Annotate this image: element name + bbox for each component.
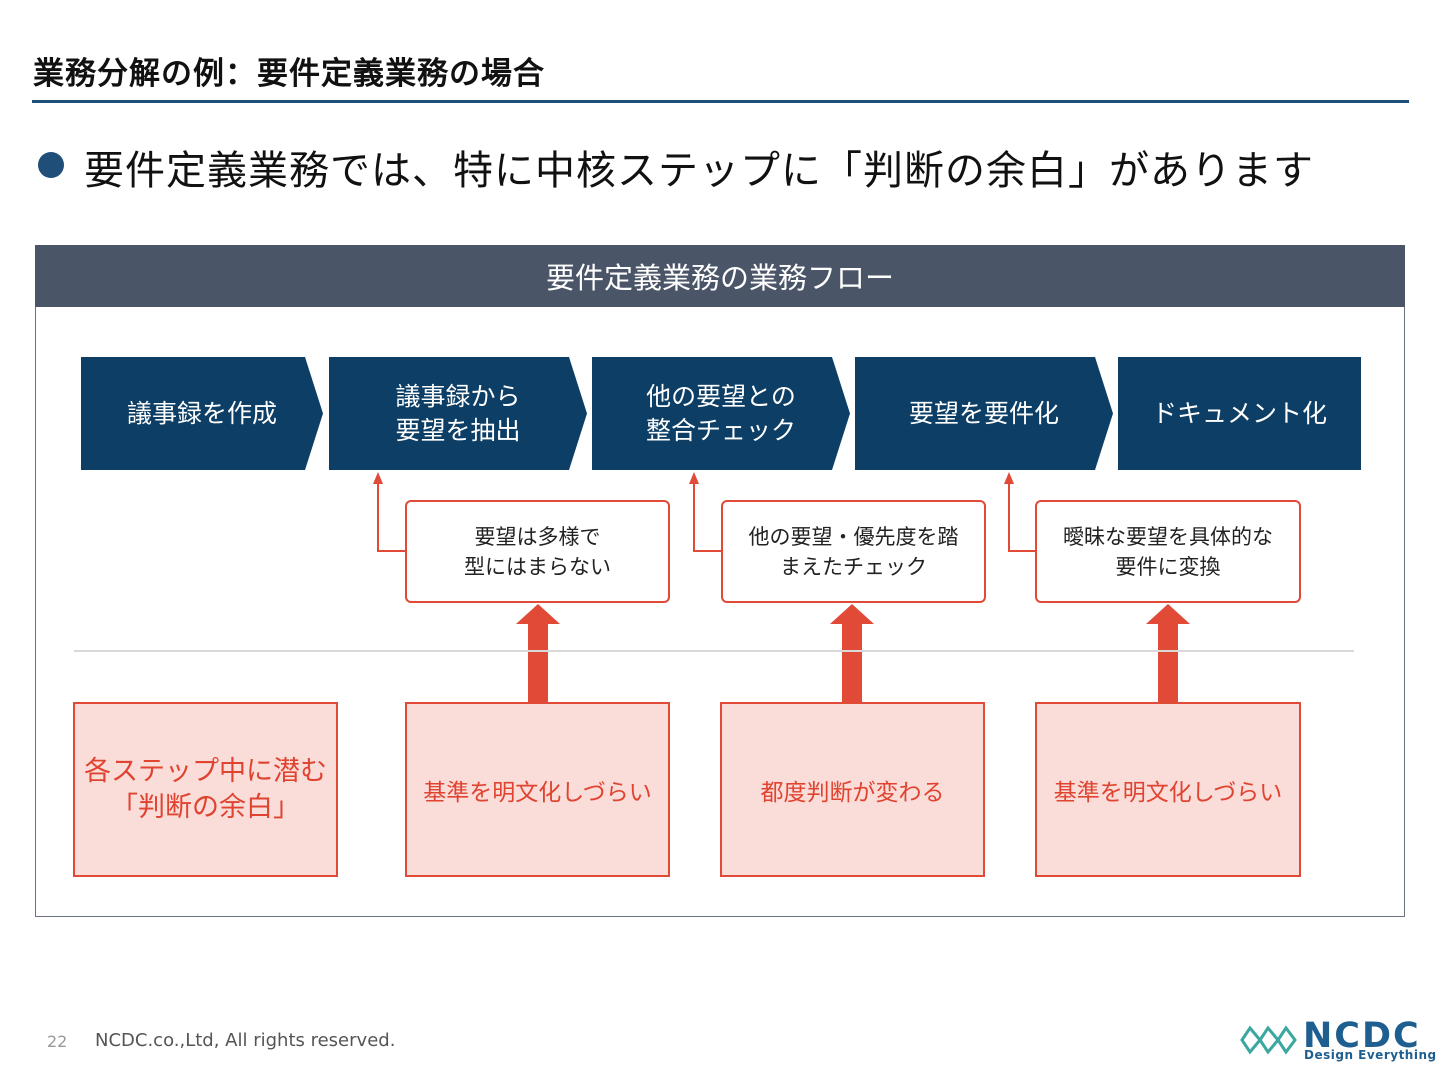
up-arrow-1 (516, 604, 560, 702)
divider-line (74, 650, 1354, 652)
logo-wordmark: NCDC (1303, 1016, 1421, 1056)
flow-step-5: ドキュメント化 (1118, 357, 1361, 470)
flow-step-2: 議事録から 要望を抽出 (329, 357, 587, 470)
elbow-arrow-2 (689, 472, 722, 552)
judgment-summary-box: 各ステップ中に潜む 「判断の余白」 (73, 702, 338, 877)
flow-step-label: 要望を要件化 (908, 398, 1059, 428)
panel-header: 要件定義業務の業務フロー (35, 245, 1405, 307)
flow-step-1: 議事録を作成 (81, 357, 323, 470)
judgment-box-1: 基準を明文化しづらい (405, 702, 670, 877)
box-text: 各ステップ中に潜む 「判断の余白」 (84, 755, 327, 823)
flow-step-label: 他の要望との 整合チェック (645, 381, 796, 445)
copyright-text: NCDC.co.,Ltd, All rights reserved. (95, 1030, 396, 1051)
bullet-text: 要件定義業務では、特に中核ステップに「判断の余白」があります (84, 148, 1314, 194)
ncdc-logo-icon (1240, 1025, 1297, 1055)
note-text: 他の要望・優先度を踏 まえたチェック (748, 524, 959, 579)
note-callout-1: 要望は多様で 型にはまらない (405, 500, 670, 603)
flow-step-label: 議事録から 要望を抽出 (395, 381, 521, 445)
slide-title: 業務分解の例：要件定義業務の場合 (33, 56, 545, 92)
up-arrow-2 (830, 604, 874, 702)
box-text: 基準を明文化しづらい (423, 779, 652, 806)
note-callout-3: 曖昧な要望を具体的な 要件に変換 (1035, 500, 1301, 603)
logo-tagline: Design Everything (1304, 1048, 1437, 1062)
note-text: 曖昧な要望を具体的な 要件に変換 (1063, 524, 1273, 579)
flow-step-label: ドキュメント化 (1151, 398, 1327, 428)
flow-step-4: 要望を要件化 (855, 357, 1113, 470)
flow-step-label: 議事録を作成 (126, 398, 277, 428)
judgment-box-2: 都度判断が変わる (720, 702, 985, 877)
flow-step-3: 他の要望との 整合チェック (592, 357, 850, 470)
panel-header-label: 要件定義業務の業務フロー (545, 261, 894, 295)
box-text: 基準を明文化しづらい (1053, 779, 1283, 806)
title-underline (32, 100, 1409, 103)
bullet-dot-icon (38, 152, 64, 178)
box-text: 都度判断が変わる (760, 779, 945, 806)
judgment-box-3: 基準を明文化しづらい (1035, 702, 1301, 877)
elbow-arrow-1 (373, 472, 406, 552)
note-text: 要望は多様で 型にはまらない (464, 524, 611, 579)
up-arrow-3 (1146, 604, 1190, 702)
elbow-arrow-3 (1004, 472, 1036, 552)
note-callout-2: 他の要望・優先度を踏 まえたチェック (721, 500, 986, 603)
page-number: 22 (47, 1032, 68, 1051)
